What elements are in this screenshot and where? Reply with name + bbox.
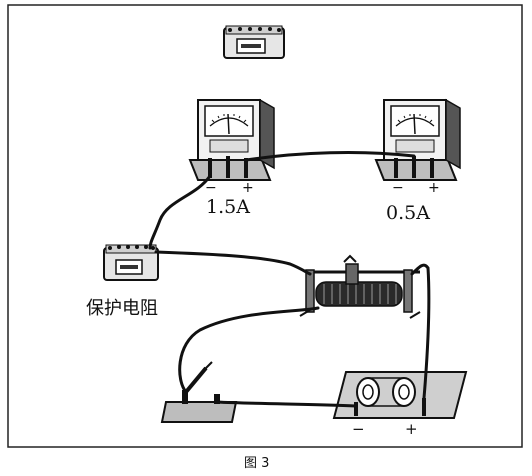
wire-ammeters [244,151,416,162]
wire-ammeter-to-resistor [148,174,212,250]
protective-resistor-box [103,244,159,281]
ammeter-right-minus: − [392,180,404,196]
ammeter-left-minus: − [205,180,217,196]
ammeter-right [374,98,461,181]
resistance-box-top [223,25,285,59]
battery-minus-label: − [352,420,365,438]
rheostat [299,254,421,319]
ammeter-right-plus: + [428,180,440,196]
ammeter-left-range-label: 1.5A [206,196,250,218]
figure-caption: 图 3 [244,456,270,471]
battery-holder [332,371,468,419]
battery-plus-label: + [405,420,418,438]
wire-rheostat-to-battery-plus [410,263,431,400]
figure-frame [7,4,523,448]
knife-switch [160,361,238,423]
ammeter-left [188,98,275,181]
ammeter-right-range-label: 0.5A [386,202,430,224]
wire-resistor-to-rheostat [154,250,312,276]
protective-resistor-label: 保护电阻 [86,298,158,319]
wire-switch-to-battery-minus [214,400,358,408]
wires [148,151,431,408]
wire-rheostat-to-switch [178,306,320,394]
ammeter-left-plus: + [242,180,254,196]
